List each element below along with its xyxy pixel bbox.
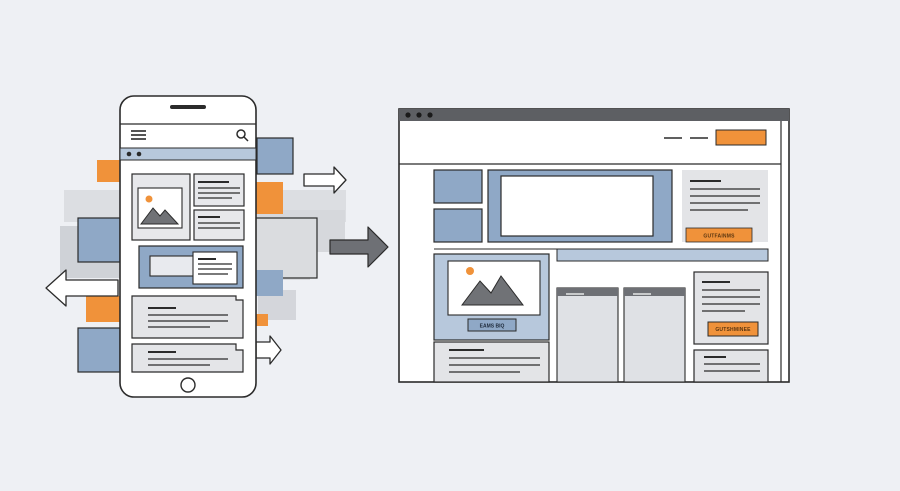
image-card-button[interactable] <box>467 318 517 332</box>
arrow-icon <box>303 166 347 194</box>
thumb-block <box>433 208 483 243</box>
thumb-block <box>433 169 483 204</box>
blue-strip <box>556 248 769 262</box>
arrow-icon <box>329 226 389 268</box>
hero-inner-box <box>500 175 654 237</box>
promo-button[interactable] <box>685 227 753 243</box>
image-card-button-label: EAMS BIQ <box>480 324 505 330</box>
sidebar-button[interactable] <box>707 321 759 337</box>
desktop-browser: GUTFAINMS EAMS BIQ <box>398 108 790 383</box>
gray-panel <box>254 217 318 279</box>
phone-text-card <box>193 173 245 207</box>
phone-content-card <box>131 295 244 339</box>
phone-text-card <box>193 209 245 241</box>
search-icon[interactable] <box>236 129 249 142</box>
column-header <box>624 288 685 296</box>
home-button-icon[interactable] <box>180 377 196 393</box>
phone-content-card <box>131 343 244 373</box>
hamburger-menu-icon[interactable] <box>131 130 146 140</box>
arrow-icon <box>255 335 282 365</box>
scattered-blocks <box>60 137 346 373</box>
arrow-icon <box>45 269 119 307</box>
mountain-image-icon <box>140 195 180 225</box>
window-dot <box>405 112 411 118</box>
camera-dot <box>185 105 189 109</box>
orange-block <box>86 296 120 322</box>
outline-arrows <box>45 166 347 365</box>
window-dot <box>427 112 433 118</box>
header-cta-button[interactable] <box>715 129 767 146</box>
window-dot <box>126 151 132 157</box>
sidebar-button-label: GUTSHMINEE <box>715 327 751 333</box>
column-panel <box>623 287 686 383</box>
mountain-image-icon <box>461 267 525 306</box>
blue-block <box>256 137 294 175</box>
sidebar-card <box>693 349 769 383</box>
window-dot <box>136 151 142 157</box>
column-header <box>557 288 618 296</box>
banner-input <box>149 255 195 277</box>
phone-address-bar <box>119 147 257 161</box>
window-dot <box>416 112 422 118</box>
banner-text-box <box>192 251 238 285</box>
mobile-phone <box>119 95 257 398</box>
text-card <box>433 341 550 383</box>
orange-block <box>256 314 268 326</box>
blue-block <box>77 327 121 373</box>
blue-block <box>255 270 283 296</box>
orange-block <box>253 182 283 214</box>
blue-block <box>77 217 121 263</box>
browser-title-bar <box>399 109 789 121</box>
column-panel <box>556 287 619 383</box>
orange-block <box>97 160 125 182</box>
promo-button-label: GUTFAINMS <box>703 234 735 240</box>
